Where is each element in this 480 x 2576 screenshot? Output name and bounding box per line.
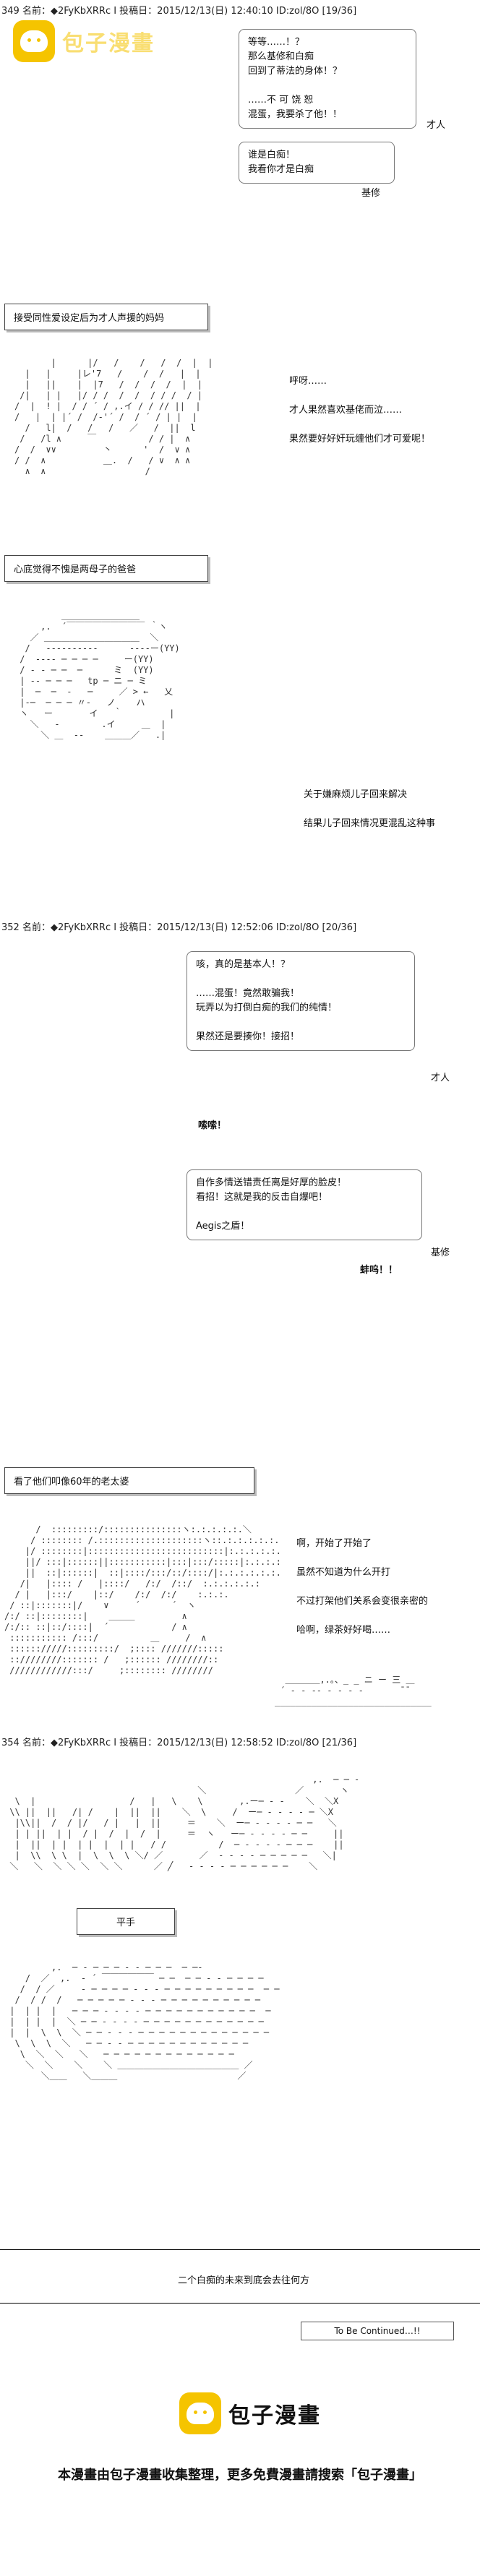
- post-header-349: 349 名前：◆2FyKbXRRc Ⅰ 投稿日：2015/12/13(日) 12…: [1, 6, 357, 17]
- caption-box: 看了他们叩像60年的老太婆: [4, 1467, 254, 1494]
- sound-effect: 蚌呜！！: [360, 1265, 398, 1276]
- sound-effect: 嗦嗦！: [198, 1120, 227, 1131]
- speaker-label: 才人: [427, 120, 446, 131]
- narration-text: 呼呀…… 才人果然喜欢基佬而泣…… 果然要好好奸玩缠他们才可爱呢！: [289, 376, 431, 445]
- ascii-art-mother: | |/ / / / / | | | | |レ'7 / / / | | | ||…: [14, 358, 213, 476]
- footer: 包子漫畫 本漫畫由包子漫畫收集整理，更多免費漫畫請搜索「包子漫畫」: [0, 2364, 480, 2576]
- ascii-art-table: ＿＿＿＿,.。、_ _ ニ ー 三 ＿ ´ - - ‐‐ ‐ ‐ ‐ ‐ ¯¯ …: [275, 1675, 432, 1706]
- bun-logo-icon: [13, 20, 55, 62]
- speech-bubble-saito-1: 等等……！？ 那么基修和白痴 回到了蒂法的身体！？ ……不 可 饶 恕 混蛋，我…: [239, 29, 416, 129]
- ascii-art-grandmother: / :::::::::/:::::::::::::::ヽ:.:.:.:.:.＼ …: [4, 1524, 279, 1675]
- speech-bubble-saito-2: 咳，真的是基本人！？ ……混蛋！竟然敢骗我！ 玩弄以为打倒白痴的我们的纯情！ 果…: [187, 951, 415, 1051]
- narration-text: 关于嫌麻烦儿子回来解决 结果儿子回来情况更混乱这种事: [304, 789, 436, 829]
- ascii-art-collapse: ,. ─ ‐ ─ ─ ─ ‐ ‐ ─ ─ ─ ─ ─‐ / ／ ,. ‐ ´ ￣…: [9, 1962, 280, 2081]
- divider: [0, 2303, 480, 2304]
- speech-bubble-guiche-1: 谁是白痴！ 我看你才是白痴: [239, 142, 395, 184]
- divider: [0, 2249, 480, 2250]
- narration-text: 二个白痴的未来到底会去往何方: [178, 2275, 310, 2286]
- ascii-art-father: ＿＿＿＿＿＿＿＿＿ ,. ´￣￣￣￣￣￣￣￣￣ ｀ヽ ／ ＿＿＿＿＿＿＿＿＿＿＿…: [20, 611, 180, 740]
- ascii-art-fight: ,. ─ ─ ‐ ＼ ／ ヽ \ | / | \ \ ,.ー─ ‐ ‐ ＼ ＼X…: [9, 1774, 360, 1871]
- watermark-logo: 包子漫畫: [13, 20, 155, 62]
- speaker-label: 基修: [431, 1248, 450, 1258]
- caption-box: 平手: [77, 1908, 175, 1935]
- speech-bubble-guiche-2: 自作多情送错责任离是好厚的脸皮！ 看招！这就是我的反击自爆吧！ Aegis之盾！: [187, 1169, 422, 1240]
- footer-logo-text: 包子漫畫: [228, 2403, 321, 2429]
- caption-box: 接受同性爱设定后为才人声援的妈妈: [4, 304, 208, 330]
- to-be-continued-banner: To Be Continued…!!: [301, 2322, 454, 2340]
- speaker-label: 基修: [361, 188, 381, 199]
- speaker-label: 才人: [431, 1073, 450, 1083]
- watermark-text: 包子漫畫: [62, 31, 155, 56]
- bun-logo-icon: [179, 2392, 221, 2434]
- post-header-354: 354 名前：◆2FyKbXRRc Ⅰ 投稿日：2015/12/13(日) 12…: [1, 1738, 357, 1748]
- post-header-352: 352 名前：◆2FyKbXRRc Ⅰ 投稿日：2015/12/13(日) 12…: [1, 922, 357, 933]
- footer-logo: 包子漫畫: [179, 2392, 321, 2434]
- footer-text: 本漫畫由包子漫畫收集整理，更多免費漫畫請搜索「包子漫畫」: [58, 2468, 422, 2483]
- caption-box: 心底觉得不愧是两母子的爸爸: [4, 555, 208, 582]
- narration-text: 啊，开始了开始了 虽然不知道为什么开打 不过打架他们关系会变很亲密的 哈啊，绿茶…: [296, 1538, 429, 1636]
